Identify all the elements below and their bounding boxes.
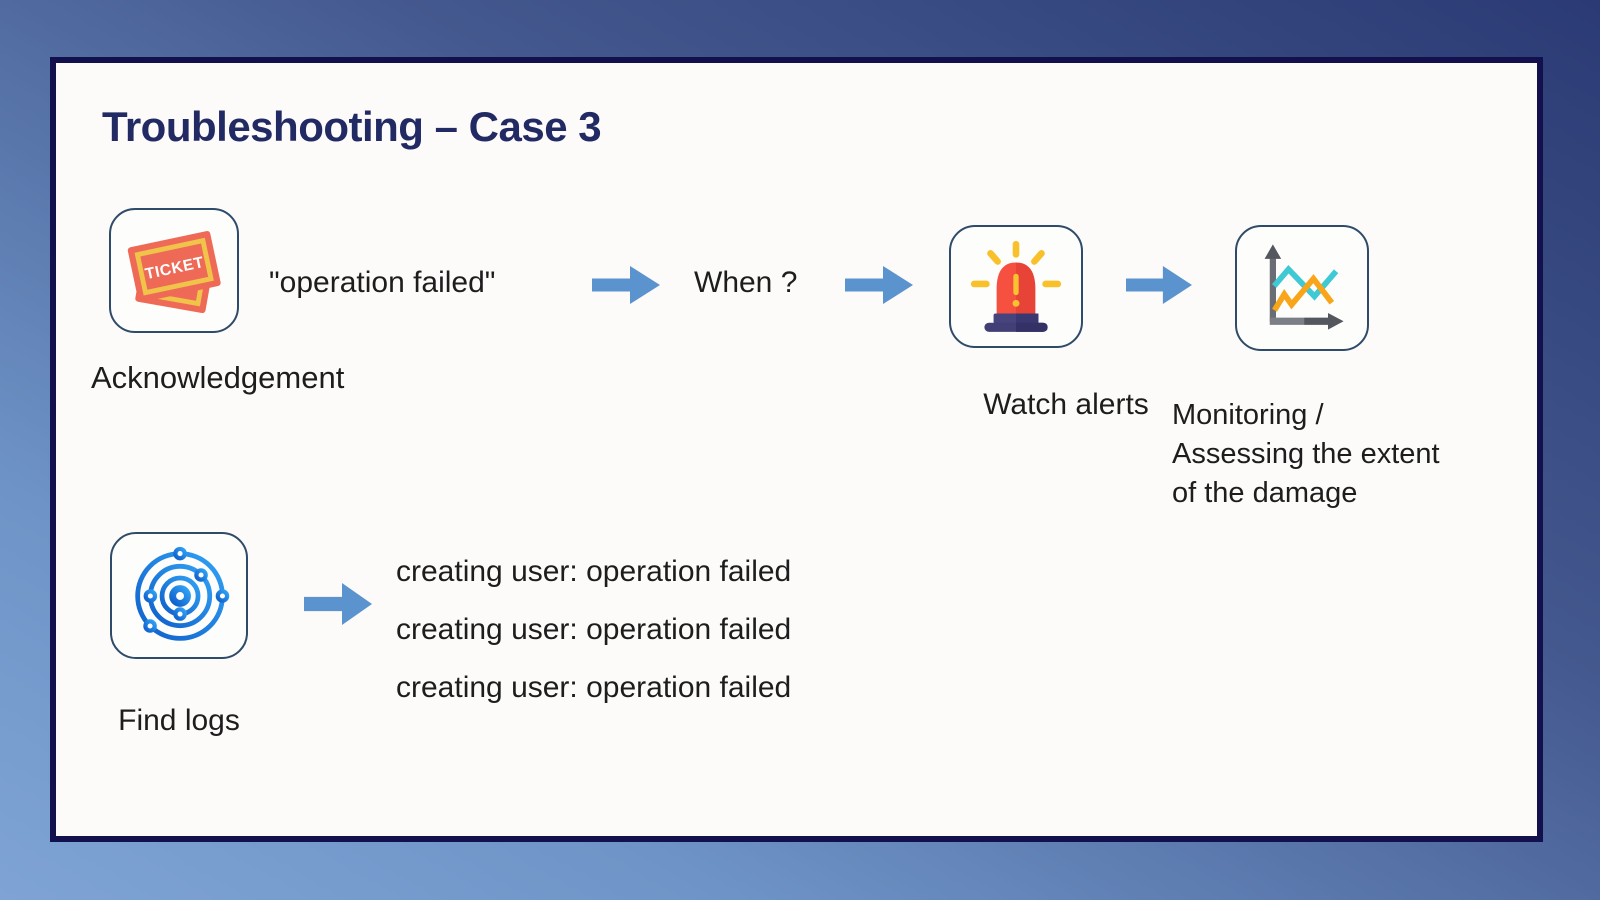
- monitoring-label: Monitoring / Assessing the extent of the…: [1172, 399, 1440, 509]
- find-logs-label: Find logs: [118, 704, 240, 737]
- arrow-right-icon: [1126, 266, 1192, 304]
- slide: Troubleshooting – Case 3 TICKET Acknowle…: [50, 57, 1543, 842]
- alarm-siren-icon: [970, 240, 1062, 332]
- ticket-icon-box: TICKET: [109, 208, 239, 333]
- monitoring-icon-box: [1235, 225, 1369, 351]
- line-chart-icon: [1264, 244, 1344, 330]
- arrow-right-icon: [592, 266, 660, 304]
- log-line: creating user: operation failed: [396, 613, 792, 646]
- log-line: creating user: operation failed: [396, 671, 792, 704]
- find-logs-icon-box: [110, 532, 248, 659]
- ticket-icon: TICKET: [127, 230, 221, 313]
- arrow-right-icon: [304, 583, 372, 625]
- acknowledgement-label: Acknowledgement: [91, 360, 345, 395]
- log-line: creating user: operation failed: [396, 555, 792, 588]
- log-lines: creating user: operation failed creating…: [396, 555, 791, 729]
- page-title: Troubleshooting – Case 3: [102, 103, 602, 150]
- quote-text: "operation failed": [269, 266, 496, 299]
- arrow-right-icon: [845, 266, 913, 304]
- alarm-icon-box: [949, 225, 1083, 348]
- when-question-text: When ?: [694, 266, 798, 299]
- watch-alerts-label: Watch alerts: [983, 388, 1149, 421]
- orbit-logs-icon: [135, 546, 230, 641]
